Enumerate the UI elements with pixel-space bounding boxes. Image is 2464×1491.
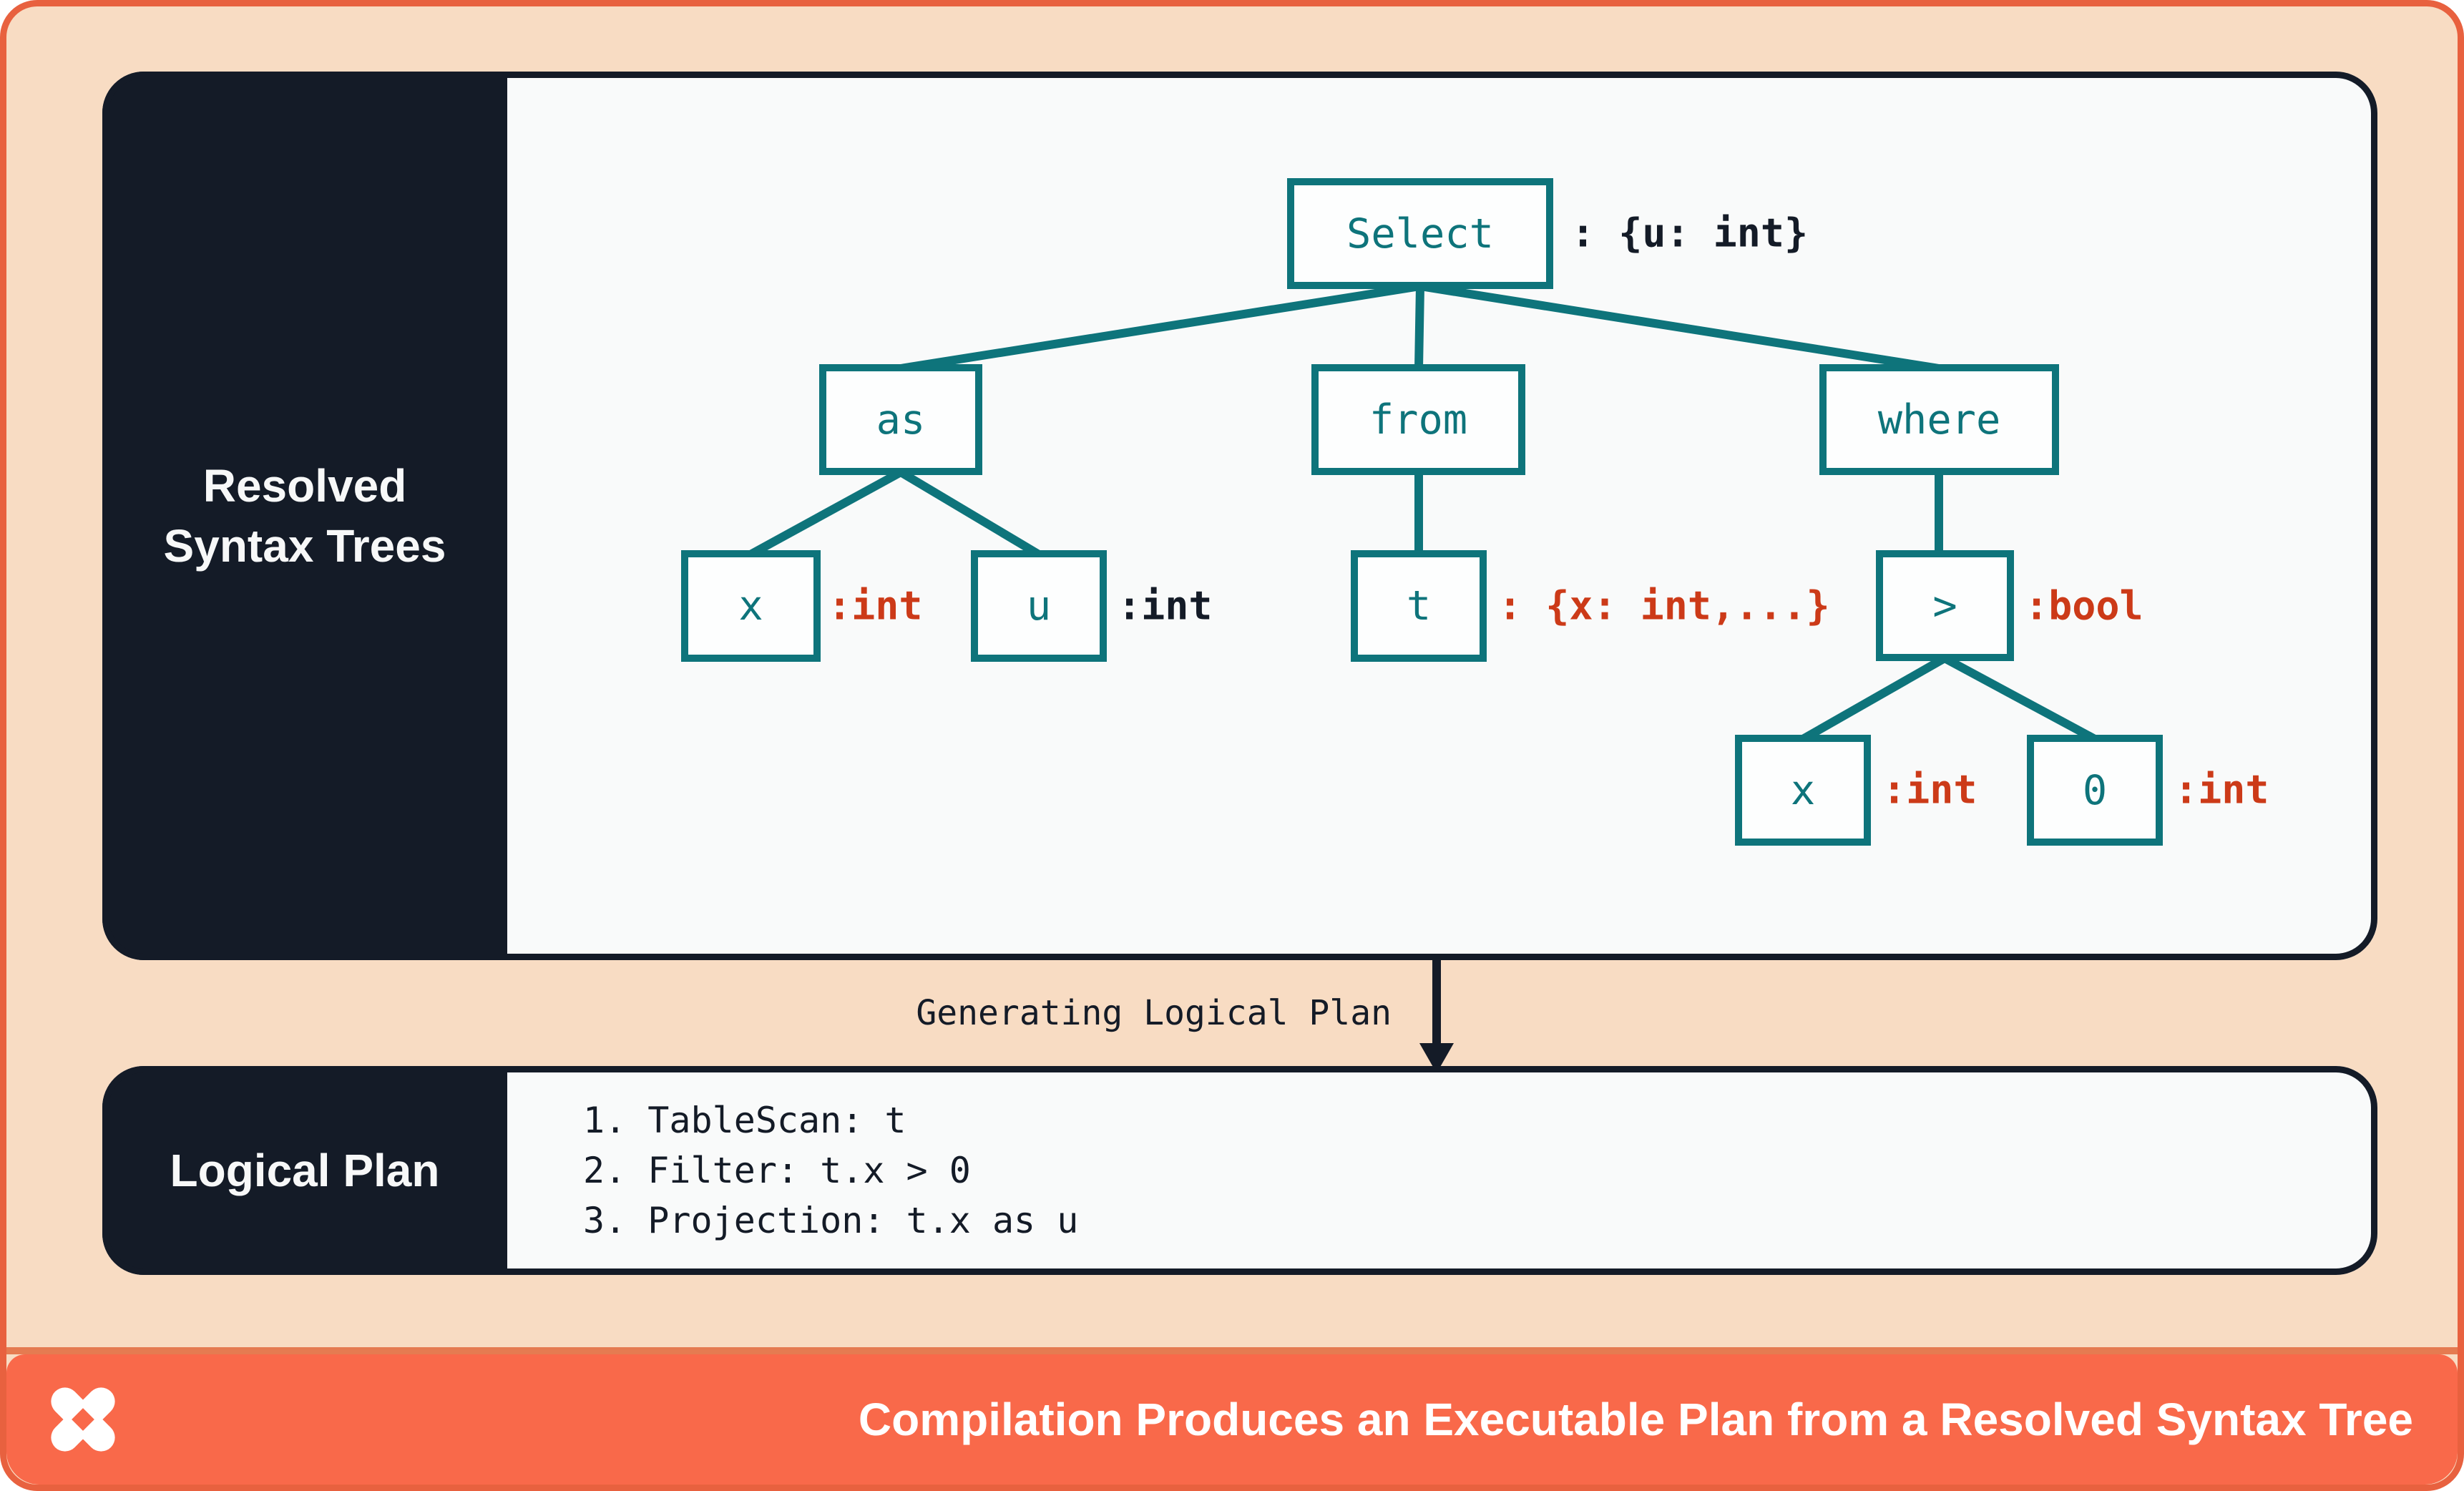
type-annotation-x-where: :int (1882, 766, 1977, 813)
tree-node-t: t (1351, 550, 1487, 662)
footer-divider-band (6, 1347, 2458, 1354)
type-annotation-u: :int (1118, 582, 1213, 629)
resolved-syntax-trees-sidebar: Resolved Syntax Trees (102, 72, 507, 960)
footer-bar: Compilation Produces an Executable Plan … (6, 1354, 2458, 1485)
tree-node-select: Select (1287, 178, 1553, 289)
tree-node-greater-than: > (1876, 550, 2014, 661)
plan-step: 1. TableScan: t (583, 1100, 906, 1141)
logical-plan-panel: Logical Plan 1. TableScan: t 2. Filter: … (102, 1066, 2377, 1275)
type-annotation-zero: :int (2174, 766, 2269, 813)
tree-node-zero: 0 (2027, 735, 2163, 846)
type-annotation-t: : {x: int,...} (1498, 582, 1830, 629)
resolved-syntax-trees-label: Resolved Syntax Trees (163, 459, 446, 572)
tree-node-x-as: x (681, 550, 821, 662)
type-annotation-x-as: :int (828, 582, 923, 629)
footer-title: Compilation Produces an Executable Plan … (858, 1394, 2413, 1445)
tree-node-u: u (971, 550, 1107, 662)
syntax-tree-edges (748, 282, 2097, 743)
generating-logical-plan-label: Generating Logical Plan (916, 993, 1392, 1033)
tree-node-from: from (1311, 364, 1525, 475)
plan-step: 2. Filter: t.x > 0 (583, 1150, 971, 1191)
plan-step: 3. Projection: t.x as u (583, 1200, 1079, 1241)
logical-plan-label: Logical Plan (170, 1144, 440, 1196)
resolved-syntax-trees-panel: Resolved Syntax Trees Select : {u: int} … (102, 72, 2377, 960)
tree-node-x-where: x (1735, 735, 1871, 846)
type-annotation-greater-than: :bool (2025, 582, 2143, 629)
down-arrow-line (1432, 960, 1441, 1047)
tree-node-as: as (819, 364, 982, 475)
tree-node-where: where (1819, 364, 2059, 475)
logical-plan-steps: 1. TableScan: t 2. Filter: t.x > 0 3. Pr… (583, 1066, 1078, 1275)
logical-plan-sidebar: Logical Plan (102, 1066, 507, 1275)
pinwheel-x-logo-icon (51, 1387, 115, 1452)
type-annotation-select: : {u: int} (1571, 210, 1809, 256)
